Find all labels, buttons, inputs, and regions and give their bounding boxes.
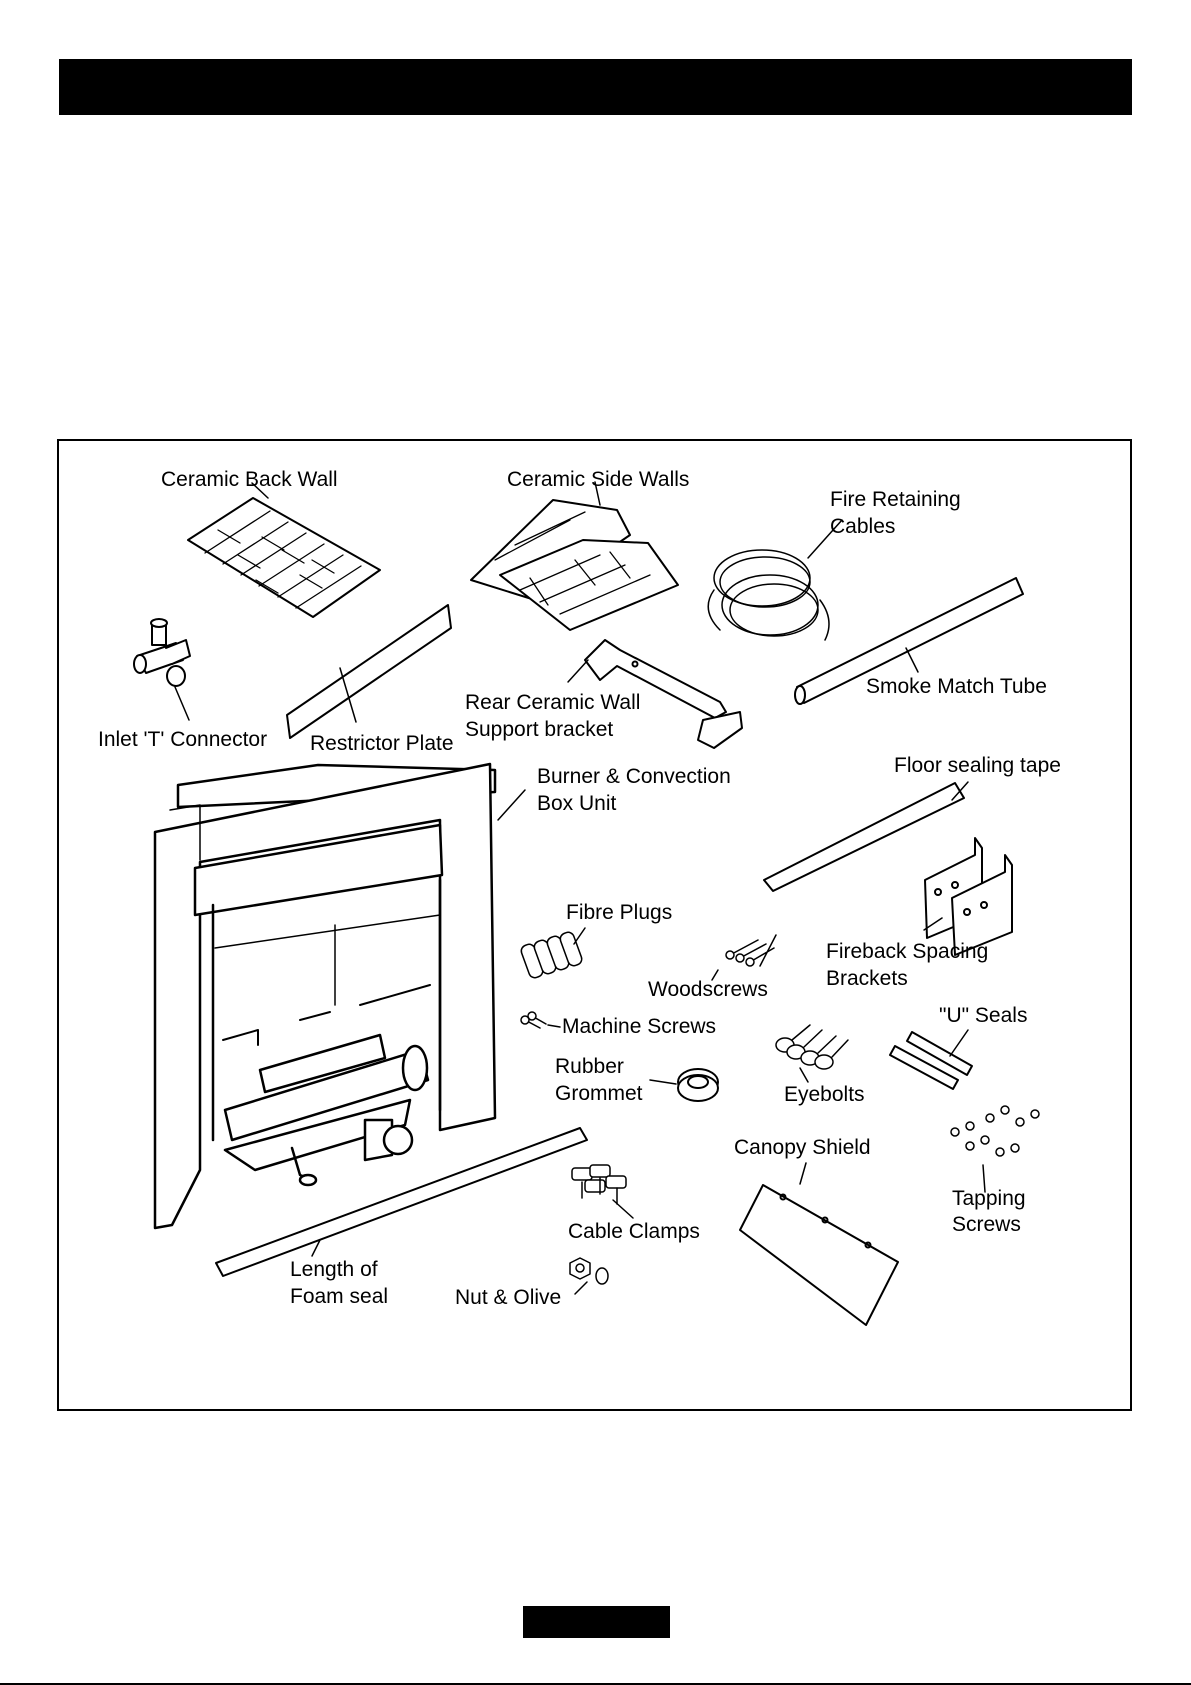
label-rear-wall-bracket-line1: Rear Ceramic Wall [465,691,640,714]
label-floor-sealing-tape: Floor sealing tape [894,754,1061,777]
ceramic-back-wall-illustration [187,482,381,618]
restrictor-plate-illustration [286,604,452,739]
label-u-seals: "U" Seals [939,1004,1027,1027]
label-inlet-t-connector: Inlet 'T' Connector [98,728,267,751]
woodscrews-illustration [711,934,777,981]
label-canopy-shield: Canopy Shield [734,1136,871,1159]
rubber-grommet-illustration [649,1068,719,1102]
label-tapping-screws-line1: Tapping [952,1187,1026,1210]
page-number-tab [523,1606,670,1638]
nut-olive-illustration [569,1257,609,1295]
cable-clamps-illustration [571,1164,634,1219]
label-rubber-grommet-line1: Rubber [555,1055,624,1078]
label-foam-seal-line1: Length of [290,1258,378,1281]
label-ceramic-side-walls: Ceramic Side Walls [507,468,689,491]
fireback-spacing-brackets-illustration [923,837,1013,956]
label-rubber-grommet-line2: Grommet [555,1082,643,1105]
label-burner-unit-line2: Box Unit [537,792,617,815]
floor-sealing-tape-illustration [763,781,969,892]
foam-seal-illustration [215,1127,588,1277]
label-ceramic-back-wall: Ceramic Back Wall [161,468,338,491]
label-rear-wall-bracket-line2: Support bracket [465,718,613,741]
canopy-shield-illustration [739,1162,899,1326]
label-fibre-plugs: Fibre Plugs [566,901,672,924]
label-fireback-brackets-line1: Fireback Spacing [826,940,988,963]
u-seals-illustration [889,1029,973,1090]
label-foam-seal-line2: Foam seal [290,1285,388,1308]
label-eyebolts: Eyebolts [784,1083,865,1106]
burner-convection-box-illustration [153,762,526,1230]
ceramic-side-walls-illustration [470,481,679,631]
section-header-bar [59,59,1132,115]
machine-screws-illustration [520,1011,561,1029]
fire-retaining-cables-illustration [707,519,843,641]
label-fire-retaining-cables-line2: Cables [830,515,895,538]
label-cable-clamps: Cable Clamps [568,1220,700,1243]
bottom-rule [0,1683,1191,1685]
label-fireback-brackets-line2: Brackets [826,967,908,990]
inlet-t-connector-illustration [133,618,191,721]
label-burner-unit-line1: Burner & Convection [537,765,731,788]
label-tapping-screws-line2: Screws [952,1213,1021,1236]
label-restrictor-plate: Restrictor Plate [310,732,454,755]
parts-diagram-frame [57,439,1132,1411]
smoke-match-tube-illustration [794,577,1024,705]
fibre-plugs-illustration [520,927,586,979]
rear-wall-support-bracket-illustration [567,639,743,749]
label-fire-retaining-cables-line1: Fire Retaining [830,488,961,511]
label-machine-screws: Machine Screws [562,1015,716,1038]
label-nut-olive: Nut & Olive [455,1286,561,1309]
label-woodscrews: Woodscrews [648,978,768,1001]
tapping-screws-illustration [950,1105,1040,1193]
eyebolts-illustration [775,1024,849,1083]
label-smoke-match-tube: Smoke Match Tube [866,675,1047,698]
